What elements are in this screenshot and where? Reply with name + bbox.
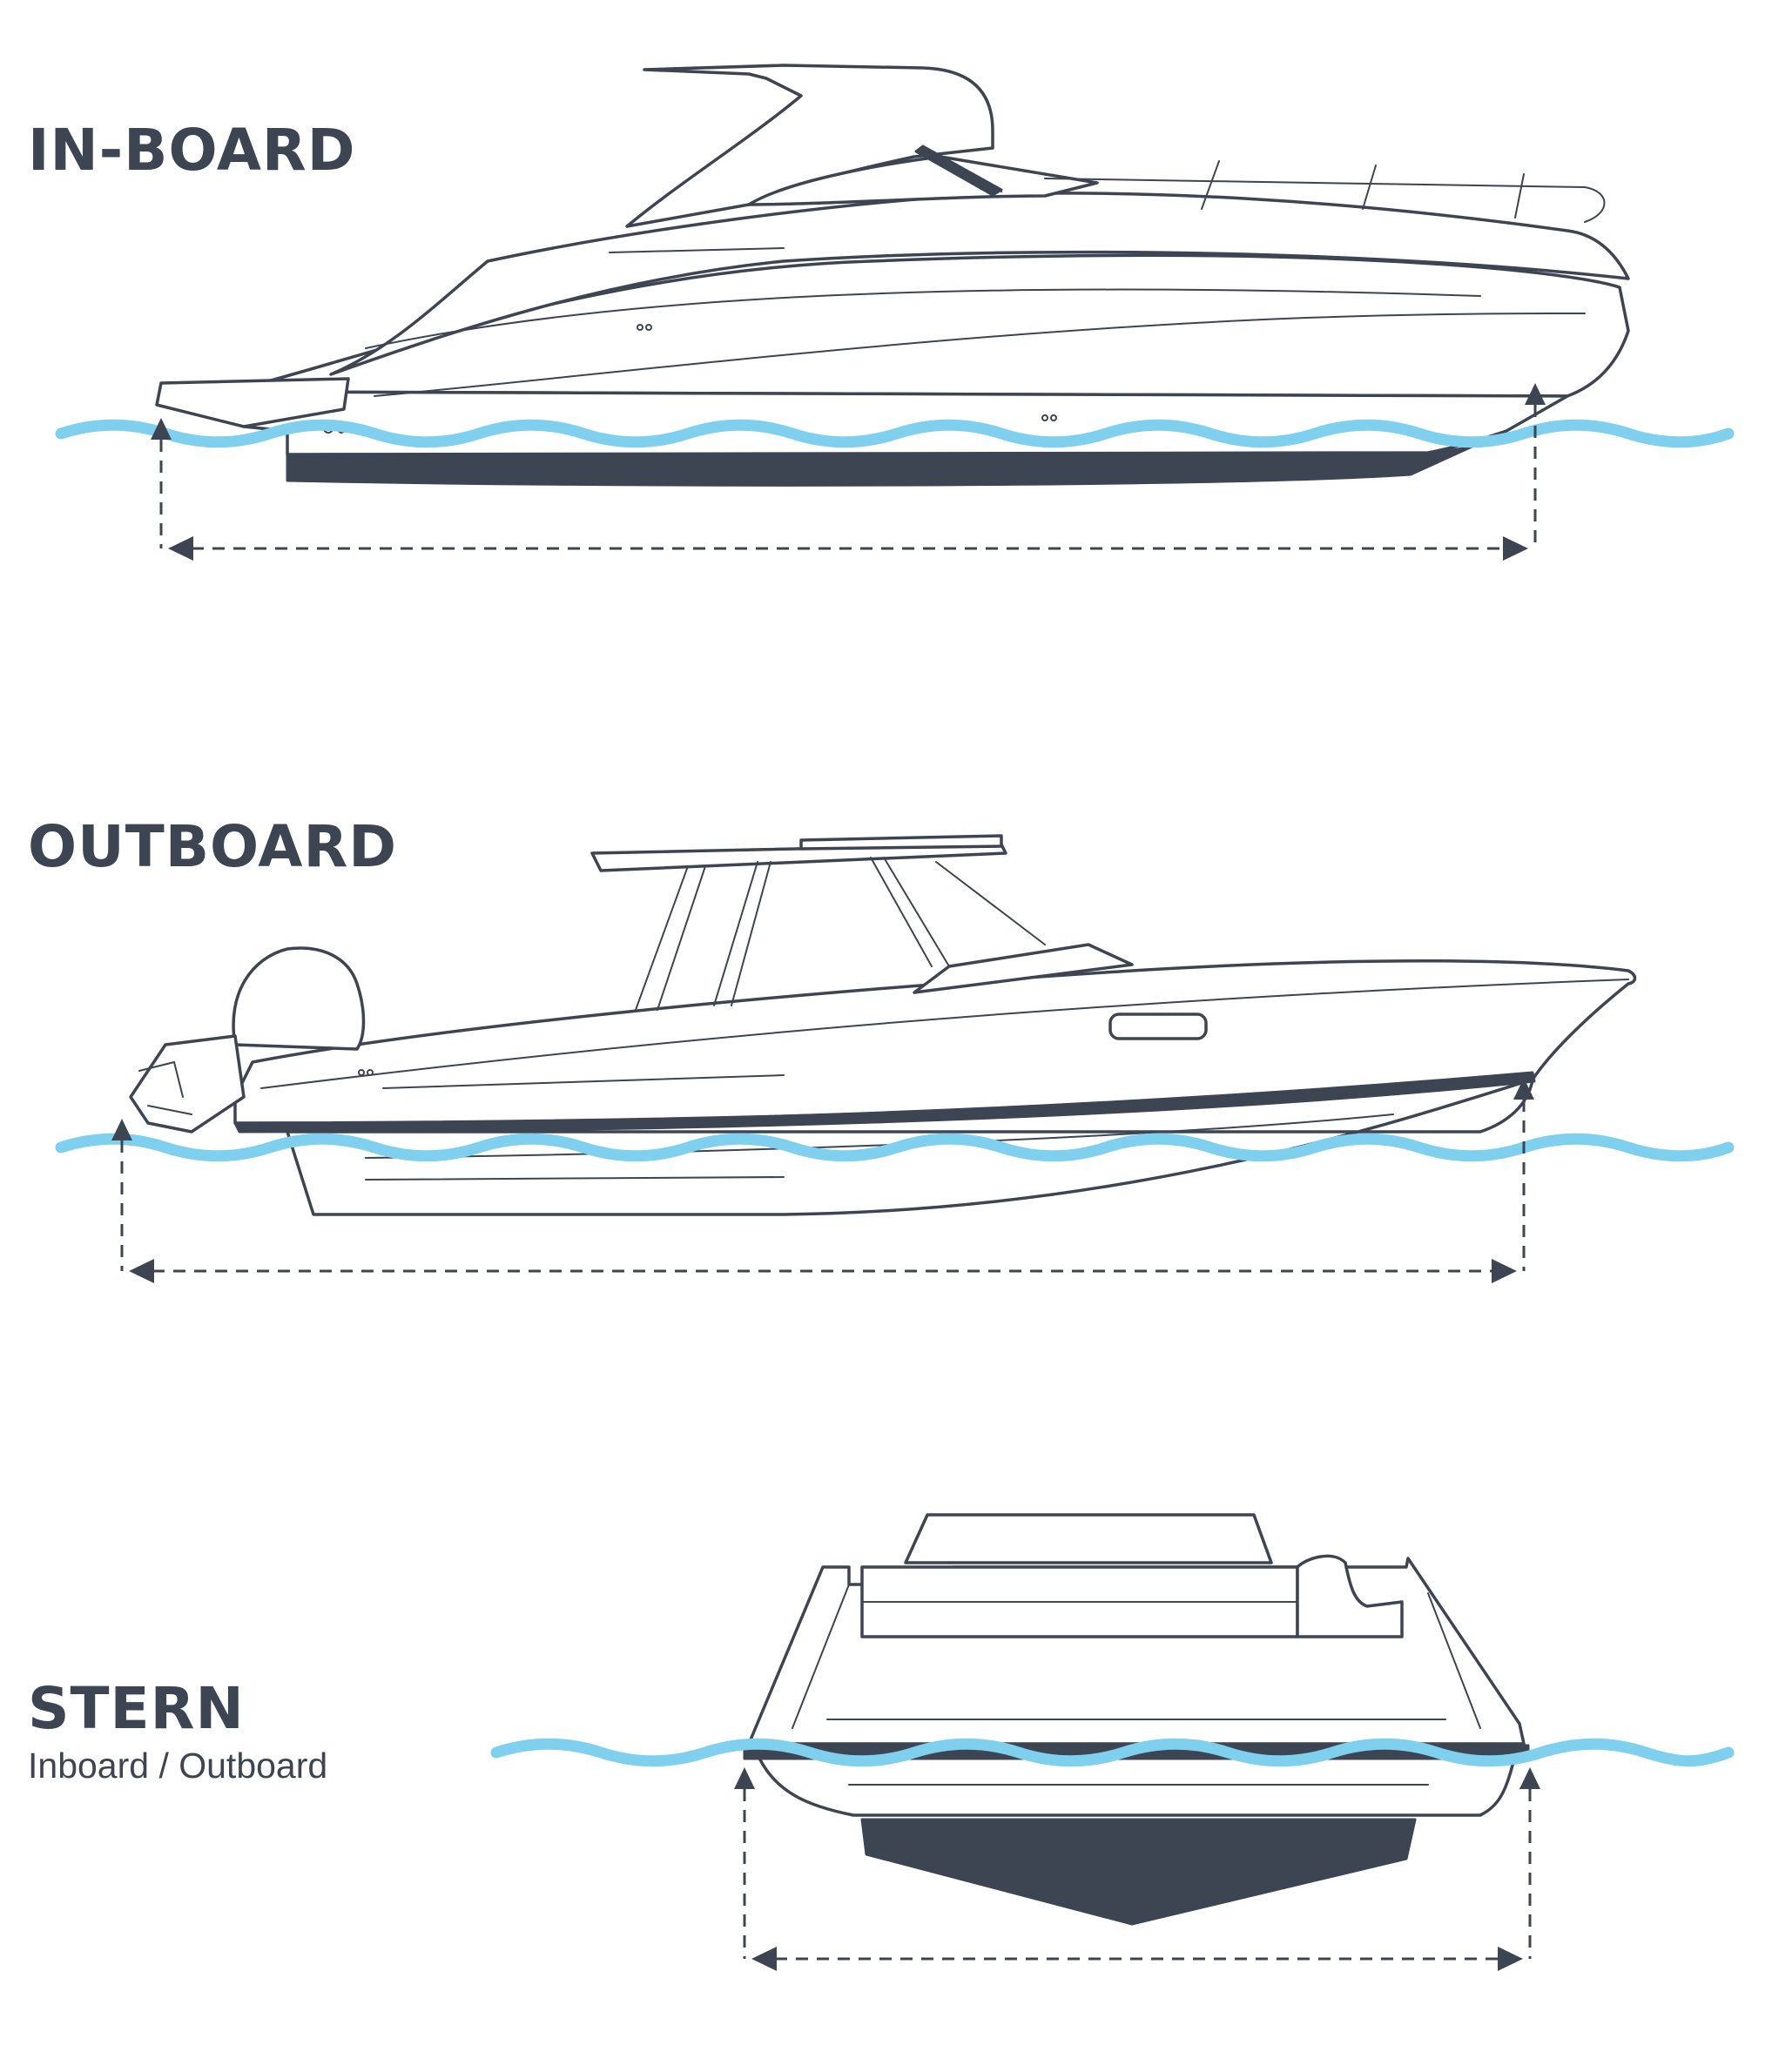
inboard-length-dimension-icon <box>151 383 1546 561</box>
stern-beam-dimension-icon <box>734 1767 1540 1971</box>
outboard-water-line-icon <box>55 1133 1735 1162</box>
inboard-water-line-icon <box>55 419 1735 448</box>
outboard-boat-icon <box>129 834 1637 1216</box>
inboard-heading: IN-BOARD <box>28 117 356 184</box>
outboard-heading: OUTBOARD <box>28 813 398 880</box>
stern-subheading: Inboard / Outboard <box>28 1746 328 1786</box>
stern-boat-icon <box>743 1513 1530 1926</box>
stern-heading: STERN <box>28 1675 245 1742</box>
outboard-length-dimension-icon <box>111 1078 1534 1283</box>
stern-water-line-icon <box>490 1738 1735 1767</box>
inboard-boat-icon <box>155 64 1630 487</box>
